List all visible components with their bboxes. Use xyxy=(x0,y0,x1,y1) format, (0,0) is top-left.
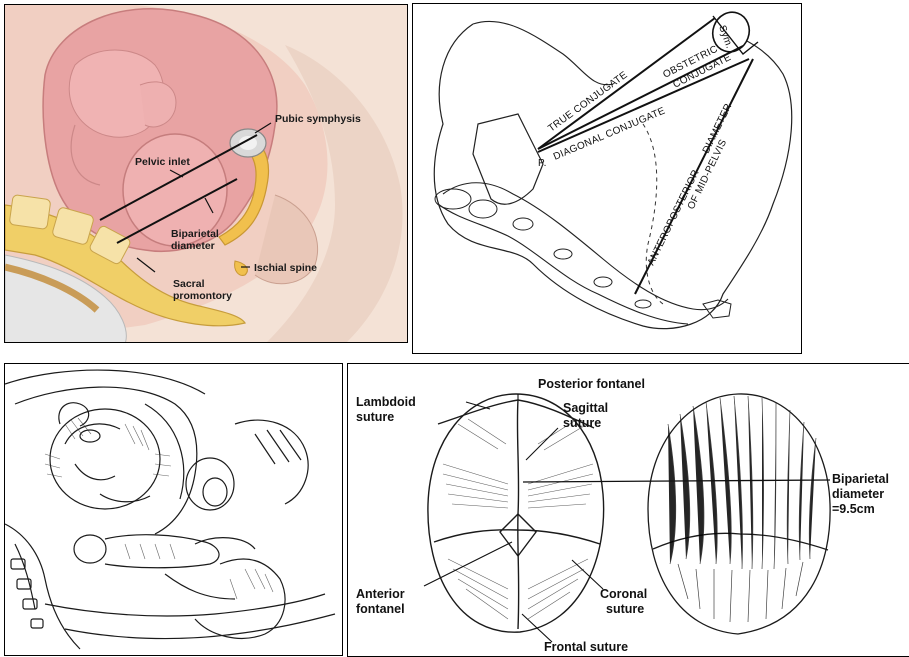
pelvic-inlet-illustration: Pubic symphysis Pelvic inlet Biparietal … xyxy=(5,5,408,343)
label-coronal: Coronal xyxy=(600,587,647,601)
label-p: P. xyxy=(538,158,547,169)
label-diameter: diameter xyxy=(832,487,884,501)
label-lambdoid: Lambdoid xyxy=(356,395,416,409)
label-sagittal-suture: suture xyxy=(563,416,601,430)
label-sagittal: Sagittal xyxy=(563,401,608,415)
label-promontory: promontory xyxy=(173,290,232,302)
fetal-skull-diagram-panel: Posterior fontanel Lambdoid suture Sagit… xyxy=(347,363,909,657)
label-pelvic-inlet: Pelvic inlet xyxy=(135,156,190,168)
label-lambdoid-suture: suture xyxy=(356,410,394,424)
label-posterior-fontanel: Posterior fontanel xyxy=(538,377,645,391)
label-biparietal: Biparietal xyxy=(171,228,219,240)
label-anteroposterior: ANTEROPOSTERIOR xyxy=(646,168,702,267)
pelvic-inlet-illustration-panel: Pubic symphysis Pelvic inlet Biparietal … xyxy=(4,4,408,343)
label-fontanel: fontanel xyxy=(356,602,405,616)
label-frontal-suture: Frontal suture xyxy=(544,640,628,654)
vaginal-examination-drawing-panel xyxy=(4,363,343,656)
pelvic-conjugates-diagram: Sym. TRUE CONJUGATE OBSTETRIC CONJUGATE … xyxy=(413,4,802,354)
label-coronal-suture: suture xyxy=(606,602,644,616)
pelvic-conjugates-diagram-panel: Sym. TRUE CONJUGATE OBSTETRIC CONJUGATE … xyxy=(412,3,802,354)
label-anterior: Anterior xyxy=(356,587,405,601)
label-pubic-symphysis: Pubic symphysis xyxy=(275,113,361,125)
label-diameter: diameter xyxy=(171,240,215,252)
label-ischial-spine: Ischial spine xyxy=(254,262,317,274)
label-9-5cm: =9.5cm xyxy=(832,502,875,516)
label-sacral: Sacral xyxy=(173,278,205,290)
label-biparietal: Biparietal xyxy=(832,472,889,486)
fetal-skull-diagram: Posterior fontanel Lambdoid suture Sagit… xyxy=(348,364,909,657)
vaginal-examination-drawing xyxy=(5,364,343,656)
